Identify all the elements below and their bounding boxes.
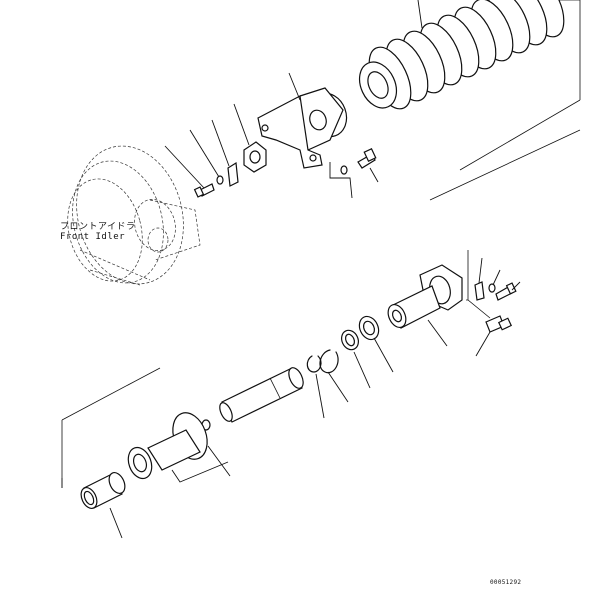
yoke-bracket: [257, 72, 353, 199]
bushing: [80, 472, 126, 539]
lower-right-fasteners: [474, 257, 521, 357]
washer-upper: [189, 129, 224, 185]
seal-rings: [306, 315, 394, 419]
bolt-bracket: [340, 147, 379, 183]
bolt-upper: [164, 145, 215, 198]
idler-shaft: [201, 367, 304, 431]
upper-fasteners: [164, 103, 379, 198]
recoil-spring: [358, 0, 565, 110]
front-idler-label-jp: フロントアイドラ: [60, 222, 136, 232]
lower-boundary: [61, 367, 161, 488]
front-idler-label-en: Front Idler: [60, 232, 126, 242]
drawing-number: 00051292: [490, 579, 522, 586]
lock-plate: [211, 119, 239, 187]
idler-hub: [127, 412, 231, 483]
upper-boundary: [429, 0, 581, 201]
nut: [233, 103, 267, 173]
front-idler: [67, 145, 201, 286]
shaft-assembly: [387, 250, 491, 347]
